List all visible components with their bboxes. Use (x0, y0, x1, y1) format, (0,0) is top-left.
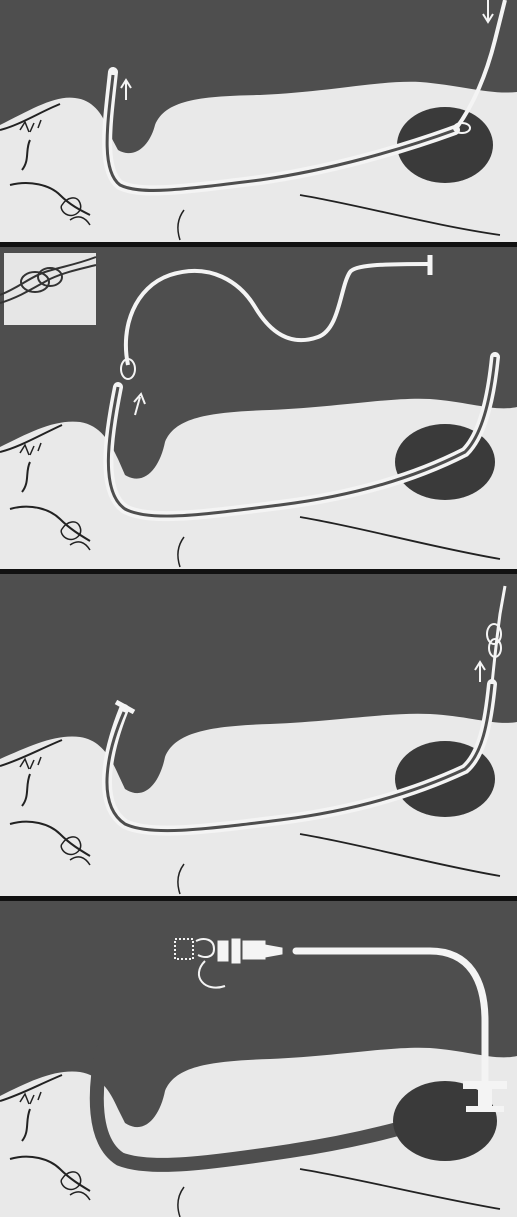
panel-1-illustration (0, 0, 517, 242)
external-bolster (463, 1081, 507, 1089)
bolster-stem (478, 1089, 492, 1107)
panel-4-illustration (0, 901, 517, 1217)
panel-3-illustration (0, 574, 517, 896)
panel-step-2 (0, 247, 517, 569)
internal-bolster (466, 1106, 504, 1112)
panel-step-3 (0, 574, 517, 896)
panel-step-1 (0, 0, 517, 242)
panel-step-4 (0, 901, 517, 1217)
knot-inset (4, 253, 96, 325)
panel-2-illustration (0, 247, 517, 569)
